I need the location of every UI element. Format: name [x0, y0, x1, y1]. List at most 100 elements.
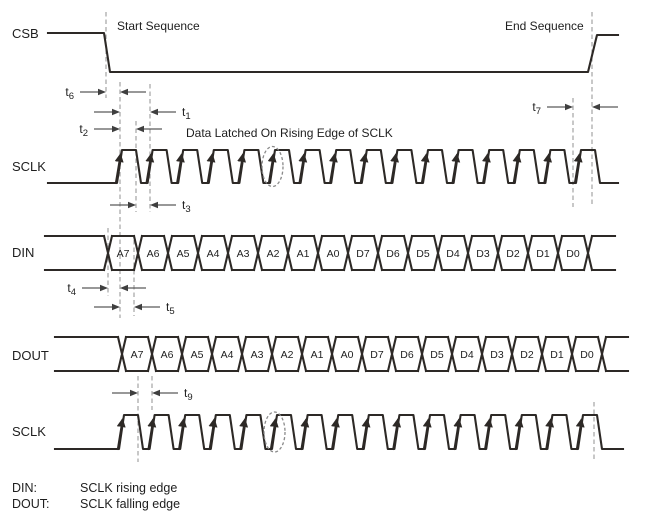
- bus-bit-label: A3: [237, 248, 250, 260]
- timing-label-t1: t1: [182, 105, 191, 122]
- timing-label-t2: t2: [79, 122, 88, 139]
- din-bus: [43, 234, 617, 272]
- signal-label-din: DIN: [12, 245, 35, 260]
- arrowhead-left-icon: [152, 389, 160, 397]
- clock-edge-arrow: [239, 418, 249, 451]
- sclk-top-waveform: [46, 148, 620, 185]
- bus-bit-label: D2: [520, 349, 534, 361]
- arrowhead-left-icon: [150, 201, 158, 209]
- bus-bit-label: D7: [370, 349, 384, 361]
- end-sequence-label: End Sequence: [505, 19, 584, 33]
- arrowhead-left-icon: [120, 88, 128, 96]
- bus-bit-label: D2: [506, 248, 520, 260]
- bus-bit-label: A2: [281, 349, 294, 361]
- clock-edge-arrow: [420, 153, 430, 185]
- timing-label-t9: t9: [184, 386, 193, 403]
- clock-edge-arrow: [177, 418, 187, 451]
- bus-bit-label: D6: [386, 248, 400, 260]
- timing-marker-t6: t6: [65, 85, 146, 102]
- signal-label-dout: DOUT: [12, 348, 49, 363]
- clock-edge-arrow: [514, 418, 524, 451]
- bus-bit-label: A0: [341, 349, 354, 361]
- timing-marker-t9: t9: [112, 386, 193, 403]
- arrowhead-right-icon: [130, 389, 138, 397]
- clock-edge-arrow: [330, 418, 340, 451]
- bus-bit-label: A5: [177, 248, 190, 260]
- bus-bit-label: A3: [251, 349, 264, 361]
- clock-edge-arrow: [361, 418, 371, 451]
- bus-bit-label: D5: [416, 248, 430, 260]
- arrowhead-right-icon: [100, 284, 108, 292]
- bus-bit-label: D1: [550, 349, 564, 361]
- bus-bit-label: A6: [147, 248, 160, 260]
- signal-label-sclk-top: SCLK: [12, 159, 46, 174]
- timing-label-t3: t3: [182, 198, 191, 215]
- bus-bit-label: D6: [400, 349, 414, 361]
- clock-edge-arrow: [545, 418, 555, 451]
- bus-bit-label: A6: [161, 349, 174, 361]
- data-latched-note: Data Latched On Rising Edge of SCLK: [186, 126, 393, 140]
- timing-label-t6: t6: [65, 85, 74, 102]
- clock-edge-arrow: [390, 153, 400, 185]
- legend-din-term: DIN:: [12, 481, 37, 495]
- bus-bit-label: A2: [267, 248, 280, 260]
- clock-edge-arrow: [575, 418, 585, 451]
- clock-edge-arrow: [359, 153, 369, 185]
- clock-edge-arrow: [145, 153, 155, 185]
- timing-label-t5: t5: [166, 300, 175, 317]
- arrowhead-left-icon: [150, 108, 158, 116]
- timing-label-t7: t7: [532, 100, 541, 117]
- clock-edge-arrow: [481, 153, 491, 185]
- bus-bit-label: D7: [356, 248, 370, 260]
- clock-edge-arrow: [300, 418, 310, 451]
- clock-edge-arrow: [422, 418, 432, 451]
- bus-bit-label: A4: [221, 349, 234, 361]
- bus-bit-label: A5: [191, 349, 204, 361]
- csb-waveform: [46, 31, 620, 74]
- clock-edge-arrow: [206, 153, 216, 185]
- timing-marker-t4: t4: [67, 281, 146, 298]
- legend-dout-description: SCLK falling edge: [80, 497, 181, 511]
- latch-edge-highlight-ellipse: [261, 145, 284, 188]
- signal-label-csb: CSB: [12, 26, 39, 41]
- dout-bus: [53, 335, 630, 373]
- signal-label-sclk-bottom: SCLK: [12, 424, 46, 439]
- arrowhead-left-icon: [134, 303, 142, 311]
- clock-edge-arrow: [267, 153, 277, 185]
- bus-bit-label: A1: [311, 349, 324, 361]
- arrowhead-right-icon: [98, 88, 106, 96]
- clock-edge-arrow: [328, 153, 338, 185]
- clock-edge-arrow: [114, 153, 124, 185]
- arrowhead-right-icon: [112, 125, 120, 133]
- arrowhead-left-icon: [592, 103, 600, 111]
- bus-bit-label: D4: [460, 349, 474, 361]
- bus-bit-label: D0: [580, 349, 594, 361]
- bus-bit-label: D3: [476, 248, 490, 260]
- timing-marker-t3: t3: [110, 198, 191, 215]
- latch-edge-highlight-ellipse: [263, 411, 286, 453]
- bus-bit-label: D4: [446, 248, 460, 260]
- arrowhead-left-icon: [136, 125, 144, 133]
- bus-bit-label: D3: [490, 349, 504, 361]
- arrowhead-right-icon: [128, 201, 136, 209]
- bus-bit-label: A7: [131, 349, 144, 361]
- clock-edge-arrow: [453, 418, 463, 451]
- arrowhead-right-icon: [565, 103, 573, 111]
- clock-edge-arrow: [116, 418, 126, 451]
- bus-bit-label: D1: [536, 248, 550, 260]
- clock-edge-arrow: [483, 418, 493, 451]
- clock-edge-arrow: [451, 153, 461, 185]
- bus-bit-label: A0: [327, 248, 340, 260]
- legend-dout-term: DOUT:: [12, 497, 50, 511]
- arrowhead-right-icon: [112, 108, 120, 116]
- start-sequence-label: Start Sequence: [117, 19, 200, 33]
- clock-edge-arrow: [543, 153, 553, 185]
- timing-marker-t5: t5: [94, 300, 175, 317]
- clock-edge-arrow: [512, 153, 522, 185]
- timing-marker-t2: t2: [79, 122, 162, 139]
- arrowhead-right-icon: [112, 303, 120, 311]
- clock-edge-arrow: [269, 418, 279, 451]
- clock-edge-arrow: [298, 153, 308, 185]
